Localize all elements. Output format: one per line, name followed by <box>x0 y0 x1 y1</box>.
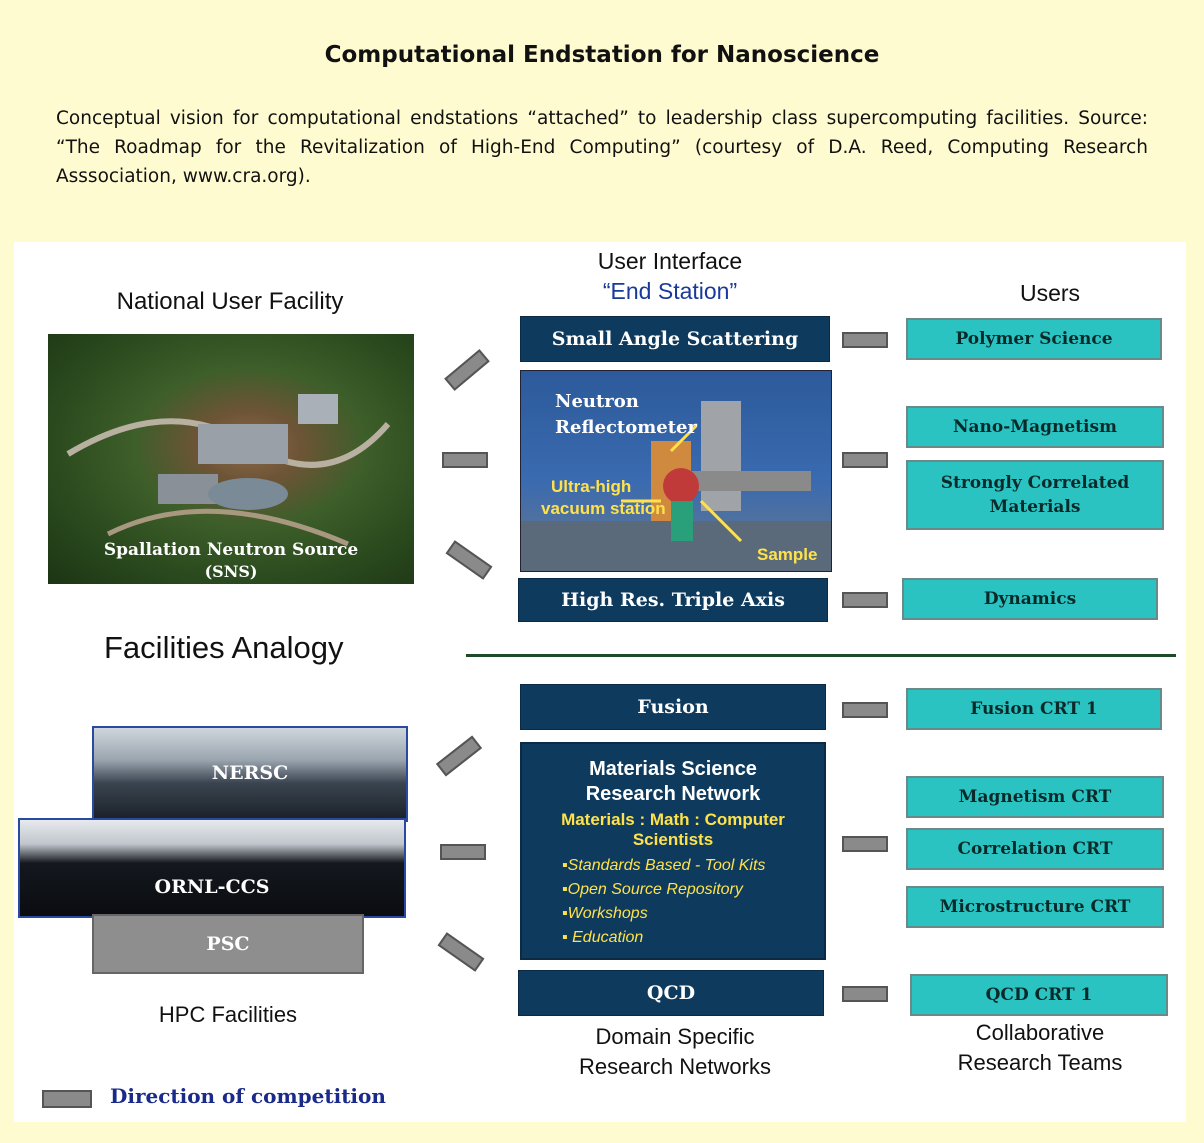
national-user-facility-heading: National User Facility <box>116 288 344 315</box>
uhv-label-1: Ultra-high <box>551 477 632 496</box>
arrow-qcd-team-to-network <box>842 986 888 1002</box>
caption: Conceptual vision for computational ends… <box>56 108 1148 187</box>
msrn-bullet-text: Workshops <box>567 905 648 922</box>
sns-label: Spallation Neutron Source <box>103 540 359 560</box>
users-heading: Users <box>1019 280 1081 306</box>
page-title: Computational Endstation for Nanoscience <box>324 42 880 68</box>
uhv-label-2: vacuum station <box>541 499 666 518</box>
arrow-teams-to-msrn <box>842 836 888 852</box>
legend-label: Direction of competition <box>110 1084 386 1108</box>
user-interface-heading: User Interface <box>597 248 743 274</box>
user-strongly-correlated-materials: Strongly Correlated Materials <box>906 460 1164 530</box>
ornl-ccs-image: ORNL-CCS <box>18 818 406 918</box>
section-divider <box>466 654 1176 657</box>
sns-aerial-photo: Spallation Neutron Source (SNS) <box>48 334 414 584</box>
msrn-subtitle-2: Scientists <box>632 830 714 849</box>
user-nano-magnetism: Nano-Magnetism <box>906 406 1164 448</box>
msrn-bullet-text: Standards Based - Tool Kits <box>567 857 766 874</box>
nersc-label: NERSC <box>211 762 289 784</box>
sns-label-abbrev: (SNS) <box>204 562 258 581</box>
arrow-reflectometer-to-sns <box>442 452 488 468</box>
msrn-bullet-text: Education <box>572 929 644 946</box>
msrn-bullet: ▪Workshops <box>562 905 648 922</box>
msrn-title-1: Materials Science <box>589 758 757 780</box>
nersc-image: NERSC <box>92 726 408 822</box>
hpc-facilities-heading: HPC Facilities <box>158 1002 298 1027</box>
msrn-bullets: ▪Standards Based - Tool Kits ▪Open Sourc… <box>562 854 824 950</box>
msrn-bullet: ▪Standards Based - Tool Kits <box>562 857 766 874</box>
research-networks-label: Research Networks <box>579 1054 771 1079</box>
arrow-fusion-team-to-network <box>842 702 888 718</box>
end-station-heading: “End Station” <box>602 278 738 304</box>
msrn-bullet: ▪Open Source Repository <box>562 881 743 898</box>
psc-box: PSC <box>92 914 364 974</box>
user-polymer-science: Polymer Science <box>906 318 1162 360</box>
team-correlation-crt: Correlation CRT <box>906 828 1164 870</box>
msrn-bullet: ▪ Education <box>562 929 644 946</box>
neutron-label: Neutron <box>555 391 639 412</box>
reflectometer-label: Reflectometer <box>555 417 697 438</box>
collaborative-label: Collaborative <box>975 1020 1105 1045</box>
ornl-ccs-label: ORNL-CCS <box>154 876 270 898</box>
facilities-analogy-heading: Facilities Analogy <box>104 630 344 665</box>
endstation-small-angle-scattering: Small Angle Scattering <box>520 316 830 362</box>
network-fusion: Fusion <box>520 684 826 730</box>
team-magnetism-crt: Magnetism CRT <box>906 776 1164 818</box>
domain-specific-label: Domain Specific <box>595 1024 755 1049</box>
sample-label: Sample <box>757 545 818 564</box>
arrow-dynamics-to-triple-axis <box>842 592 888 608</box>
endstation-high-res-triple-axis: High Res. Triple Axis <box>518 578 828 622</box>
msrn-bullet-text: Open Source Repository <box>567 881 743 898</box>
msrn-title-2: Research Network <box>585 783 761 805</box>
neutron-reflectometer-image: Neutron Reflectometer Ultra-high vacuum … <box>520 370 832 572</box>
materials-science-research-network: Materials Science Research Network Mater… <box>520 742 826 960</box>
network-qcd: QCD <box>518 970 824 1016</box>
msrn-subtitle-1: Materials : Math : Computer <box>561 810 785 829</box>
legend-arrow-icon <box>42 1090 92 1108</box>
research-teams-label: Research Teams <box>957 1050 1123 1075</box>
team-qcd-crt-1: QCD CRT 1 <box>910 974 1168 1016</box>
arrow-hpc-to-msrn <box>440 844 486 860</box>
user-dynamics: Dynamics <box>902 578 1158 620</box>
team-fusion-crt-1: Fusion CRT 1 <box>906 688 1162 730</box>
arrow-nano-to-reflectometer <box>842 452 888 468</box>
team-microstructure-crt: Microstructure CRT <box>906 886 1164 928</box>
arrow-polymer-to-sans <box>842 332 888 348</box>
